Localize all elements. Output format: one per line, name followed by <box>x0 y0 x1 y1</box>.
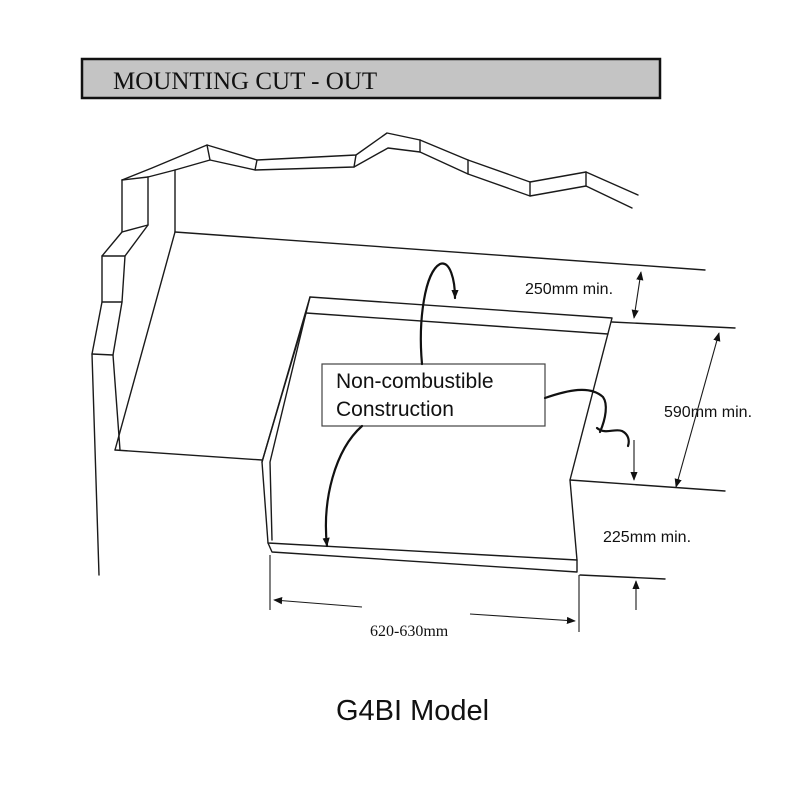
cutout-opening <box>261 296 613 573</box>
callout-box <box>321 363 546 427</box>
width-label: 620-630mm <box>370 623 449 640</box>
front-clearance-label: 225mm min. <box>603 529 691 546</box>
dimension-depth: 590mm min. <box>664 332 752 488</box>
model-caption: G4BI Model <box>336 695 489 727</box>
header-banner: MOUNTING CUT - OUT <box>80 57 662 100</box>
depth-label: 590mm min. <box>664 404 752 421</box>
non-combustible-callout: Non-combustible Construction <box>321 262 630 548</box>
rear-clearance-label: 250mm min. <box>525 281 613 298</box>
header-box <box>80 57 662 100</box>
callout-line-1: Non-combustible <box>336 370 494 393</box>
counter-break-edge <box>121 132 639 209</box>
header-title: MOUNTING CUT - OUT <box>113 68 377 95</box>
dimension-front-clearance: 225mm min. <box>603 440 691 610</box>
counter-top <box>114 169 736 580</box>
left-wall <box>91 176 149 576</box>
dimension-width: 620-630mm <box>269 555 580 640</box>
callout-line-2: Construction <box>336 398 454 421</box>
dimension-rear-clearance: 250mm min. <box>525 271 644 319</box>
